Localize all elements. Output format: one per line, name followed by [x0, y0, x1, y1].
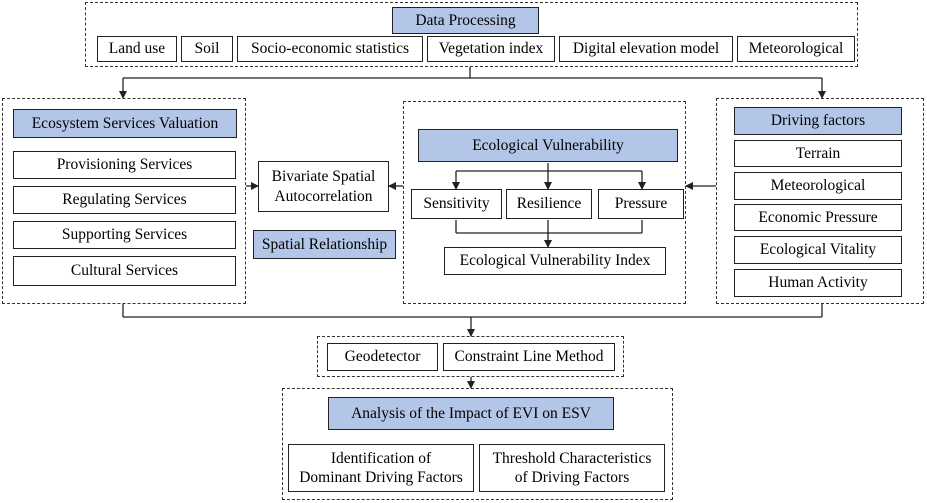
- spatial-relationship-box: Spatial Relationship: [253, 230, 396, 259]
- esv-title: Ecosystem Services Valuation: [13, 109, 237, 138]
- method-constraint-line: Constraint Line Method: [443, 343, 615, 371]
- analysis-right-line2: of Driving Factors: [514, 469, 630, 486]
- evi-box: Ecological Vulnerability Index: [444, 247, 666, 275]
- bivariate-line1: Bivariate Spatial: [271, 168, 376, 186]
- analysis-group: [282, 388, 673, 500]
- driving-item-meteorological: Meteorological: [734, 172, 902, 200]
- vulnerability-group: [403, 101, 686, 304]
- esv-group: [2, 98, 246, 304]
- data-processing-title: Data Processing: [392, 7, 539, 34]
- bivariate-line2: Autocorrelation: [274, 187, 373, 205]
- data-processing-group: [85, 2, 858, 67]
- esv-item-cultural: Cultural Services: [13, 256, 236, 286]
- driving-item-ecological-vitality: Ecological Vitality: [734, 236, 902, 264]
- esv-item-provisioning: Provisioning Services: [13, 151, 236, 179]
- bivariate-box: Bivariate Spatial Autocorrelation: [258, 161, 389, 212]
- driving-factors-group: [716, 98, 924, 304]
- component-sensitivity: Sensitivity: [411, 189, 502, 219]
- driving-factors-title: Driving factors: [734, 107, 902, 135]
- analysis-threshold: Threshold Characteristics of Driving Fac…: [479, 444, 665, 492]
- vulnerability-title: Ecological Vulnerability: [418, 129, 678, 162]
- methods-group: [317, 336, 624, 377]
- analysis-title: Analysis of the Impact of EVI on ESV: [328, 397, 614, 430]
- data-item-land-use: Land use: [97, 36, 177, 62]
- driving-item-terrain: Terrain: [734, 140, 902, 167]
- driving-item-economic-pressure: Economic Pressure: [734, 204, 902, 231]
- data-item-meteorological: Meteorological: [737, 36, 855, 62]
- data-item-socio-economic: Socio-economic statistics: [237, 36, 423, 62]
- data-item-vegetation-index: Vegetation index: [427, 36, 555, 62]
- analysis-right-line1: Threshold Characteristics: [492, 449, 652, 467]
- component-resilience: Resilience: [506, 189, 592, 219]
- esv-item-regulating: Regulating Services: [13, 186, 236, 214]
- driving-item-human-activity: Human Activity: [734, 269, 902, 297]
- analysis-left-line2: Dominant Driving Factors: [299, 469, 463, 486]
- analysis-left-line1: Identification of: [330, 449, 432, 467]
- analysis-dominant-factors: Identification of Dominant Driving Facto…: [288, 444, 474, 492]
- data-item-dem: Digital elevation model: [559, 36, 733, 62]
- method-geodetector: Geodetector: [327, 343, 438, 371]
- data-item-soil: Soil: [181, 36, 233, 62]
- esv-item-supporting: Supporting Services: [13, 221, 236, 249]
- component-pressure: Pressure: [598, 189, 684, 219]
